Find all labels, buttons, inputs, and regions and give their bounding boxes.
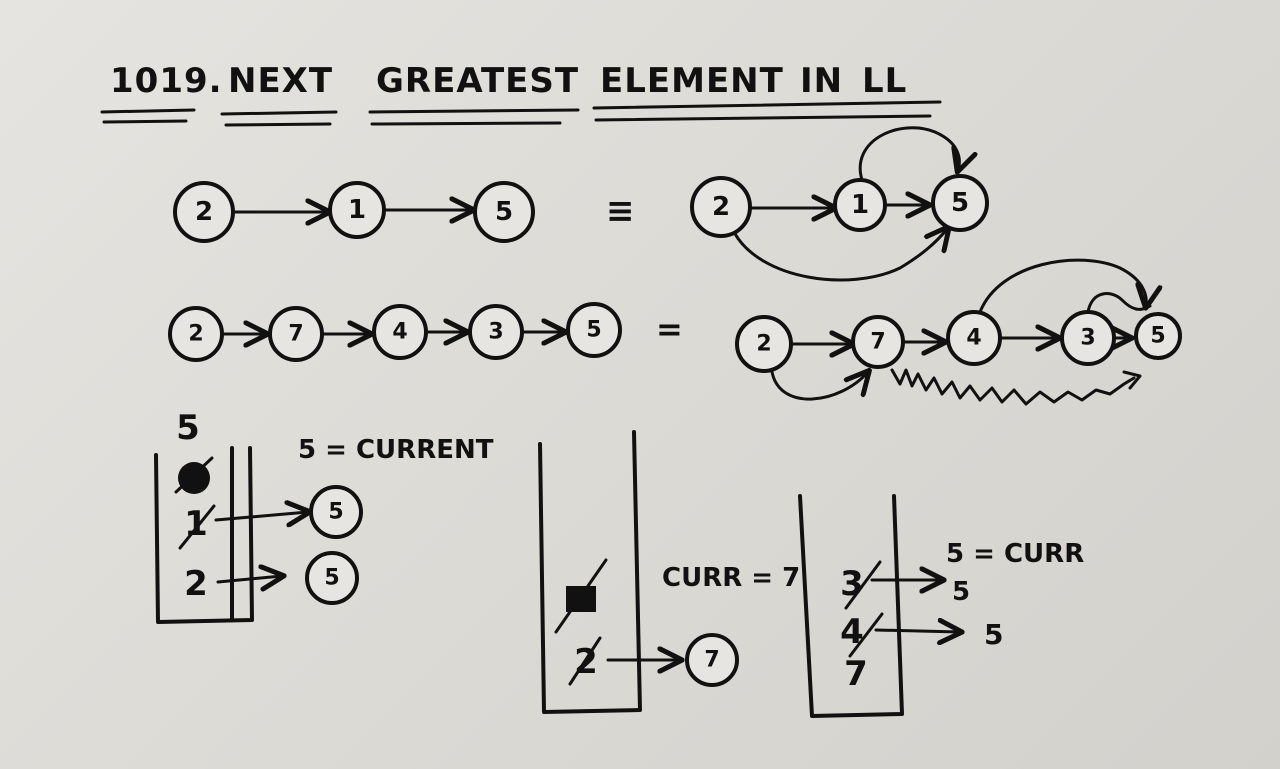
node-value: 4 (392, 320, 407, 345)
answer-circle (309, 485, 363, 539)
title-group: 1019. NEXT GREATEST ELEMENT IN LL (100, 61, 942, 127)
skip-arrow-4-5 (978, 258, 1146, 314)
node-value: 2 (712, 192, 730, 222)
strike-mark (178, 504, 216, 550)
node-value: 5 (586, 318, 601, 343)
node-circle (168, 306, 224, 362)
skip-arrow-3-5 (1086, 292, 1152, 314)
node-circle (173, 181, 235, 243)
stack1-item: 2 (184, 564, 208, 604)
title-number: 1019. (110, 61, 223, 101)
stack1-container (154, 446, 254, 624)
node-circle (468, 304, 524, 360)
arrow-to-answer (214, 512, 308, 520)
equivalence-sign: ≡ (606, 191, 635, 231)
stack3-item: 4 (840, 612, 864, 652)
stack2-answer: 7 (704, 648, 719, 673)
underline-number (100, 108, 196, 124)
arrow-to-answer (874, 630, 960, 632)
stack1-note: 5 = CURRENT (298, 435, 494, 465)
strike-mark (554, 558, 608, 634)
stack1: 5 1 2 5 5 5 = CURRENT (154, 408, 494, 624)
node-circle (735, 315, 793, 373)
example2-list: 2 7 4 3 5 (168, 302, 622, 362)
stack3-answer: 5 (952, 577, 970, 607)
stack3-container (798, 494, 904, 718)
skip-arrow-2-7 (770, 372, 868, 401)
arrow-to-answer (216, 576, 282, 582)
strike-mark (174, 456, 214, 494)
node-value: 5 (495, 197, 513, 227)
strike-mark (848, 612, 884, 658)
title-word-greatest: GREATEST (376, 61, 579, 101)
stack2-note: CURR = 7 (662, 563, 800, 593)
skip-arrow-1-5 (858, 126, 959, 182)
node-value: 1 (348, 195, 366, 225)
node-circle (833, 178, 887, 232)
stack2: 2 7 CURR = 7 (538, 430, 800, 714)
scribbled-item (178, 462, 210, 494)
jagged-arrow-7-5 (890, 368, 1136, 406)
jagged-arrow-head (1122, 370, 1142, 390)
stack3: 3 4 7 5 5 5 = CURR (798, 494, 1084, 718)
node-value: 1 (851, 190, 869, 220)
node-circle (372, 304, 428, 360)
scribbled-item (566, 586, 596, 612)
equals-sign: = (656, 310, 683, 348)
node-circle (851, 315, 905, 369)
answer-circle (685, 633, 739, 687)
node-value: 3 (488, 320, 503, 345)
node-value: 4 (966, 326, 981, 351)
node-value: 7 (288, 322, 303, 347)
strike-mark (568, 636, 602, 686)
underline-greatest (368, 108, 580, 126)
node-circle (690, 176, 752, 238)
node-circle (566, 302, 622, 358)
skip-arrow-2-5 (732, 228, 948, 282)
example2-rhs: 2 7 4 3 5 (735, 258, 1182, 406)
strike-mark (844, 560, 882, 610)
title-word-next: NEXT (228, 61, 333, 101)
stack1-answer: 5 (328, 500, 343, 525)
node-circle (268, 306, 324, 362)
example1-list: 2 1 5 (173, 181, 535, 243)
node-circle (931, 174, 989, 232)
underline-next (220, 110, 338, 127)
node-value: 3 (1080, 326, 1095, 351)
title-word-in: IN (800, 61, 843, 101)
node-circle (1134, 312, 1182, 360)
underline-element-in-ll (592, 100, 942, 122)
example1-rhs: 2 1 5 (690, 126, 989, 282)
stack2-container (538, 430, 642, 714)
stack1-answer: 5 (324, 566, 339, 591)
node-value: 2 (188, 322, 203, 347)
stack3-answer: 5 (984, 618, 1003, 651)
title-word-ll: LL (862, 61, 907, 101)
node-value: 5 (1150, 324, 1165, 349)
stack3-item: 7 (844, 654, 868, 694)
node-circle (328, 181, 386, 239)
stack3-note: 5 = CURR (946, 539, 1084, 569)
node-value: 2 (756, 332, 771, 357)
answer-circle (305, 551, 359, 605)
node-value: 2 (195, 197, 213, 227)
title-word-element: ELEMENT (600, 61, 784, 101)
node-circle (473, 181, 535, 243)
stack1-top-label: 5 (176, 408, 200, 448)
node-value: 7 (870, 330, 885, 355)
node-value: 5 (951, 188, 969, 218)
node-circle (1060, 310, 1116, 366)
node-circle (946, 310, 1002, 366)
